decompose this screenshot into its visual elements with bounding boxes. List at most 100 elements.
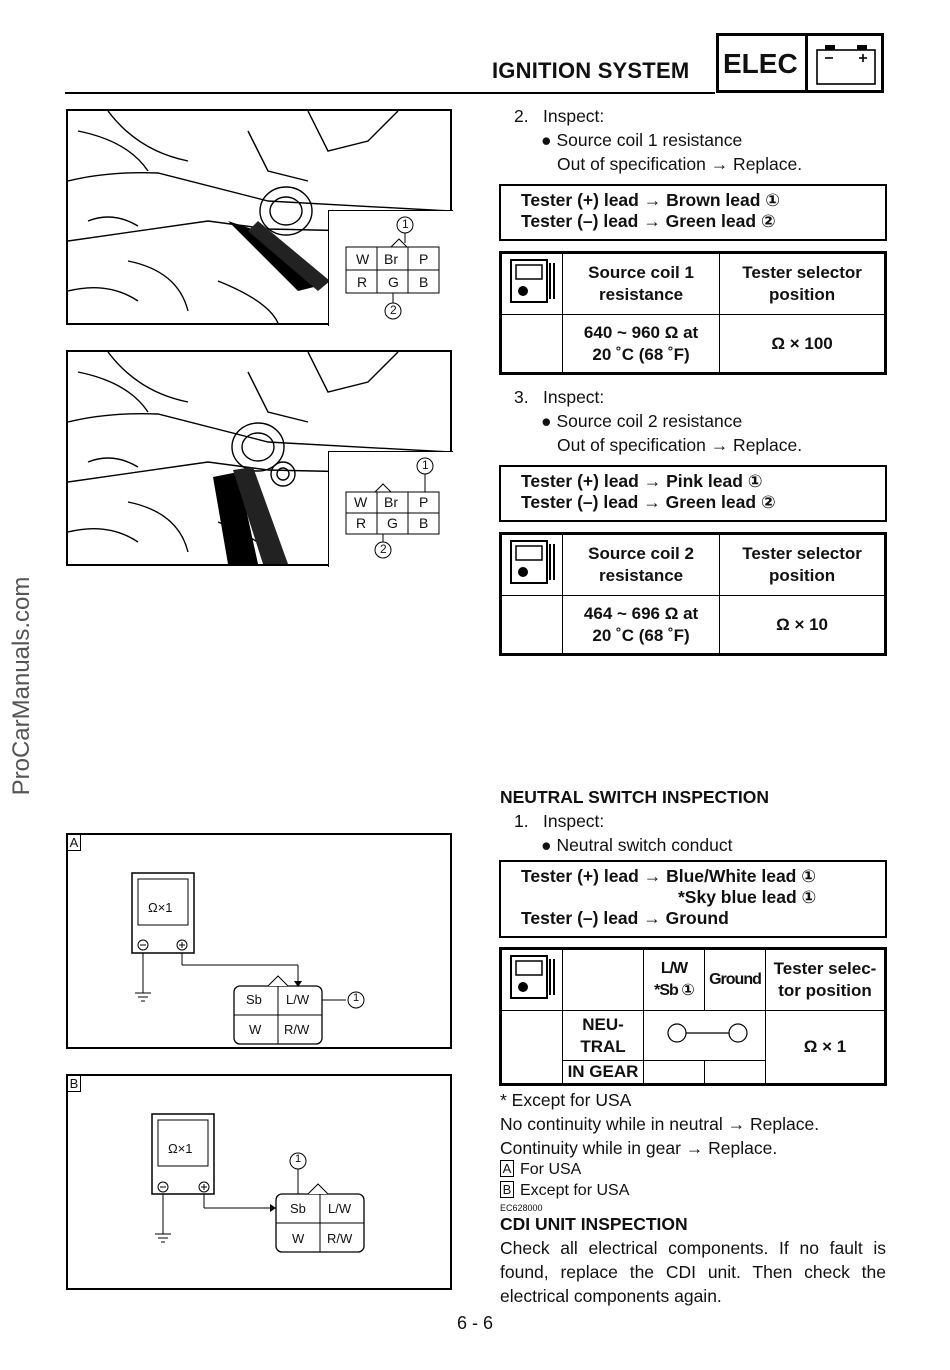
lead-plus: Tester (+) lead → Pink lead ① — [521, 471, 763, 491]
callout-1: 1 — [353, 992, 360, 1004]
row-in-gear-label: IN GEAR — [562, 1060, 644, 1085]
col-header-ground: Ground — [704, 948, 766, 1011]
neutral-item: ● Neutral switch conduct — [541, 835, 733, 855]
empty-cell — [500, 595, 563, 655]
elec-tab-divider — [805, 36, 808, 90]
neutral-heading: NEUTRAL SWITCH INSPECTION — [500, 787, 769, 807]
pin-b: B — [419, 274, 429, 290]
step-2-lead-box: Tester (+) lead → Brown lead ① Tester (–… — [499, 184, 887, 241]
pin-r: R — [356, 515, 367, 531]
cdi-body: Check all electrical components. If no f… — [500, 1238, 886, 1306]
pin-w: W — [249, 1022, 262, 1037]
photo-source-coil-1: 1 2 W Br P R G B — [66, 109, 453, 326]
pin-rw: R/W — [327, 1231, 353, 1246]
note-except-usa: * Except for USA — [500, 1090, 632, 1110]
callout-1: 1 — [422, 458, 429, 472]
connector-inset: 1 2 W Br P R G B — [328, 451, 453, 567]
callout-1: 1 — [295, 1153, 302, 1165]
callout-2: 2 — [390, 303, 397, 317]
lead-plus: Tester (+) lead → Brown lead ① — [521, 190, 781, 210]
step-2-item: ● Source coil 1 resistance — [541, 130, 743, 150]
lead-minus: Tester (–) lead → Ground — [521, 908, 729, 928]
cdi-heading: CDI UNIT INSPECTION — [500, 1214, 688, 1234]
continuity-table: L/W*Sb ① Ground Tester selec-tor positio… — [499, 947, 887, 1086]
tester-icon-cell — [500, 252, 563, 315]
header-rule — [65, 92, 715, 94]
step-3-action: Inspect: — [543, 387, 605, 407]
neutral-lead-box: Tester (+) lead → Blue/White lead ① *Sky… — [499, 860, 887, 938]
meter-range: Ω×1 — [148, 900, 173, 915]
elec-tab-label: ELEC — [723, 48, 798, 79]
multimeter-icon — [510, 955, 555, 999]
selector-position: Ω × 100 — [719, 314, 886, 374]
empty-cell — [500, 1010, 563, 1085]
diagram-tag: A — [68, 835, 81, 851]
callout-2: 2 — [380, 542, 387, 556]
pin-sb: Sb — [246, 992, 262, 1007]
pin-g: G — [387, 515, 398, 531]
connector-inset: 1 2 W Br P R G B — [328, 210, 453, 326]
photo-source-coil-2: 1 2 W Br P R G B — [66, 350, 453, 567]
lead-plus: Tester (+) lead → Blue/White lead ① — [521, 866, 817, 886]
legend-tag: B — [500, 1181, 514, 1198]
neutral-step-number: 1. — [514, 811, 529, 831]
pin-br: Br — [384, 494, 398, 510]
multimeter-icon — [510, 540, 555, 584]
step-3-result: Out of specification → Replace. — [557, 435, 803, 455]
watermark: ProCarManuals.com — [8, 576, 35, 796]
meter-range: Ω×1 — [168, 1141, 193, 1156]
continuity-mark — [643, 1010, 766, 1061]
step-2-result: Out of specification → Replace. — [557, 154, 803, 174]
diagram-tag: B — [68, 1076, 81, 1092]
pin-p: P — [419, 494, 429, 510]
page-number: 6 - 6 — [456, 1313, 494, 1333]
empty-cell — [704, 1060, 766, 1085]
pin-p: P — [419, 251, 429, 267]
col-header-lw: L/W*Sb ① — [643, 948, 705, 1011]
pin-sb: Sb — [290, 1201, 306, 1216]
lead-minus: Tester (–) lead → Green lead ② — [521, 211, 776, 231]
diagram-b: B Ω×1 Sb L/W W R/W 1 — [66, 1074, 452, 1290]
pin-lw: L/W — [286, 992, 310, 1007]
pin-br: Br — [384, 251, 398, 267]
multimeter-icon — [510, 259, 555, 303]
connector-photo-illustration — [68, 352, 450, 564]
selector-position: Ω × 10 — [719, 595, 886, 655]
pin-lw: L/W — [328, 1201, 352, 1216]
step-2-number: 2. — [514, 106, 529, 126]
note-in-gear: Continuity while in gear → Replace. — [500, 1138, 778, 1158]
pin-rw: R/W — [284, 1022, 310, 1037]
empty-cell — [500, 314, 563, 374]
pin-g: G — [388, 274, 399, 290]
neutral-step-action: Inspect: — [543, 811, 605, 831]
elec-tab: ELEC — [716, 33, 884, 93]
connector-pinout-diagram — [345, 216, 440, 320]
callout-1: 1 — [402, 217, 409, 231]
note-neutral: No continuity while in neutral → Replace… — [500, 1114, 820, 1134]
diagram-a: A Ω×1 Sb L/W W R/W 1 — [66, 833, 452, 1049]
tester-icon-cell — [500, 948, 563, 1011]
pin-w: W — [354, 494, 368, 510]
tester-icon-cell — [500, 533, 563, 596]
legend-tag: A — [500, 1160, 514, 1177]
continuity-line-icon — [666, 1022, 748, 1043]
connector-pinout-diagram — [345, 457, 440, 559]
step-3-number: 3. — [514, 387, 529, 407]
step-3-lead-box: Tester (+) lead → Pink lead ① Tester (–)… — [499, 465, 887, 522]
pin-b: B — [419, 515, 429, 531]
tester-wiring-diagram — [151, 1113, 365, 1253]
pin-r: R — [357, 274, 368, 290]
lead-plus-alt: *Sky blue lead ① — [678, 887, 817, 907]
section-title: IGNITION SYSTEM — [492, 58, 690, 83]
step-2-action: Inspect: — [543, 106, 605, 126]
cdi-code: EC628000 — [500, 1203, 543, 1213]
battery-icon — [816, 45, 876, 85]
